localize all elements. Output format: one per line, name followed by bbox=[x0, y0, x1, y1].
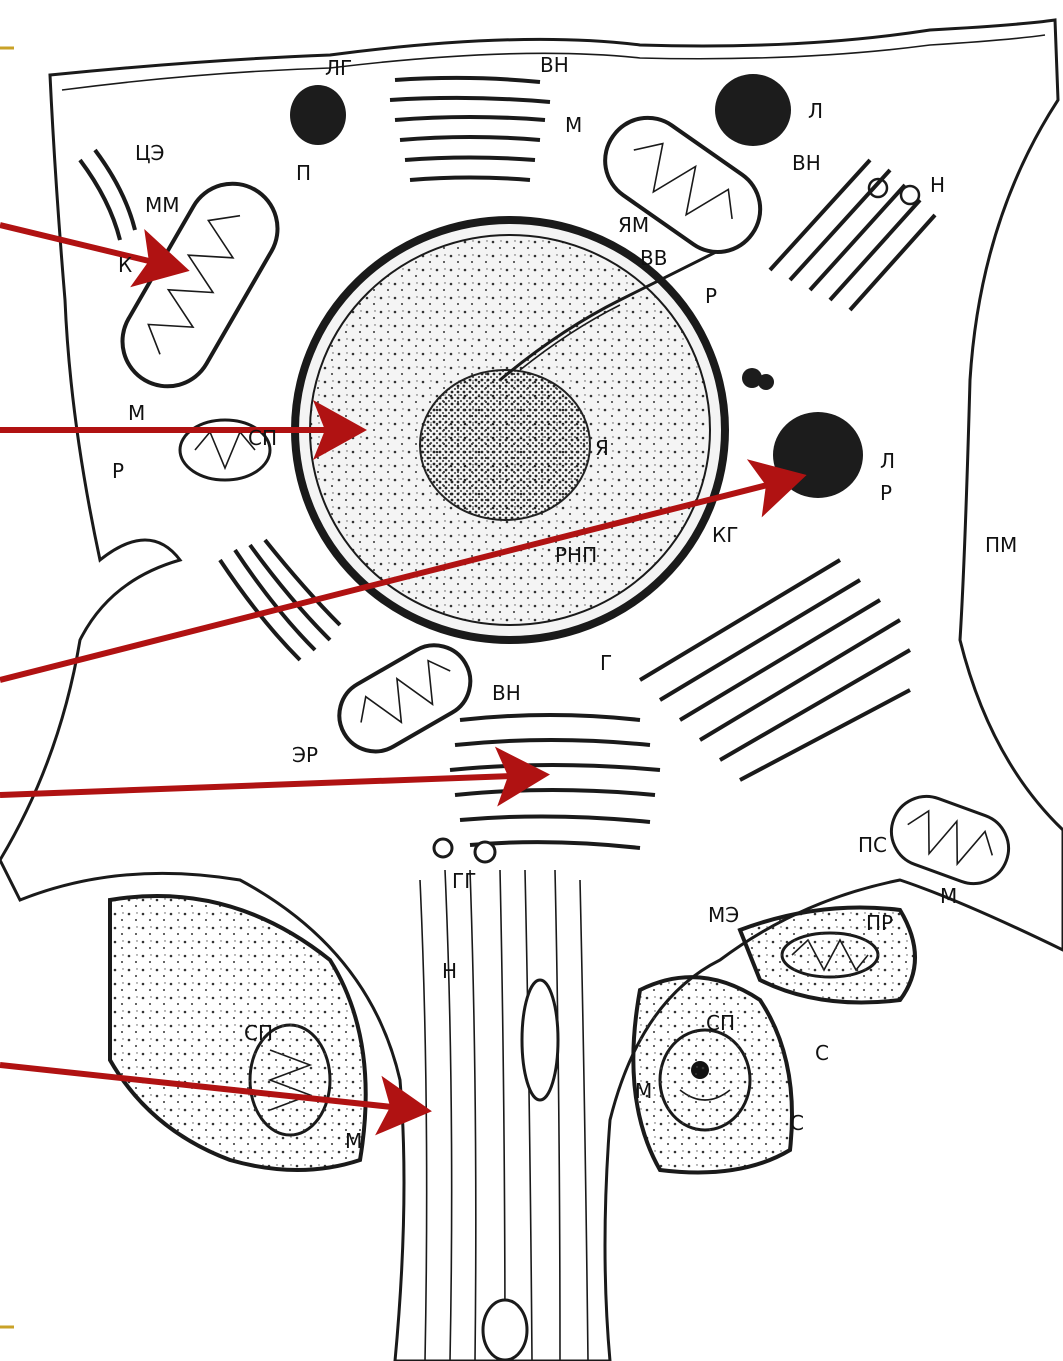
lysosome-top bbox=[715, 74, 791, 146]
label-me: МЭ bbox=[708, 903, 739, 927]
er-stack-top bbox=[390, 78, 550, 180]
label-mm: ММ bbox=[145, 193, 180, 217]
nucleolus bbox=[420, 370, 590, 520]
label-vv: ВВ bbox=[640, 246, 667, 270]
label-lg: ЛГ bbox=[325, 56, 352, 80]
label-m-ps: М bbox=[940, 884, 957, 908]
label-l-top: Л bbox=[808, 99, 823, 123]
label-sp-left: СП bbox=[248, 426, 277, 450]
label-m-br: М bbox=[635, 1079, 652, 1103]
mitochondrion-upper-left bbox=[106, 167, 294, 403]
arrow-right-icon bbox=[0, 775, 538, 795]
er-stack-center bbox=[450, 715, 660, 848]
label-pm: ПМ bbox=[985, 533, 1017, 557]
label-n-right: Н bbox=[930, 173, 945, 197]
label-l-mid: Л bbox=[880, 449, 895, 473]
frame-marks bbox=[0, 48, 14, 1327]
label-rnp: РНП bbox=[555, 543, 597, 567]
label-r-left: Р bbox=[112, 459, 124, 483]
label-ps: ПС bbox=[858, 833, 887, 857]
er-stack-right bbox=[770, 160, 935, 310]
label-m-bl: М bbox=[345, 1129, 362, 1153]
label-m-top: М bbox=[565, 113, 582, 137]
mitochondrion-right-lower bbox=[882, 787, 1019, 894]
lipofuscin-granule bbox=[290, 85, 346, 145]
label-r-right: Р bbox=[705, 284, 717, 308]
lysosome-mid bbox=[773, 412, 863, 498]
label-yam: ЯМ bbox=[618, 213, 649, 237]
label-kg: КГ bbox=[712, 523, 738, 547]
neurofilaments bbox=[420, 870, 588, 1361]
label-er: ЭР bbox=[292, 743, 318, 767]
label-ya: Я bbox=[595, 436, 609, 460]
arrow-right-icon bbox=[0, 225, 178, 268]
label-gg: ГГ bbox=[452, 869, 476, 893]
label-g: Г bbox=[600, 651, 612, 675]
label-pr: ПР bbox=[866, 911, 893, 935]
label-n-bottom: Н bbox=[442, 959, 457, 983]
label-vn-mid: ВН bbox=[492, 681, 521, 705]
axon-organelles bbox=[434, 839, 558, 1360]
er-stack-lower-right bbox=[640, 560, 910, 780]
nucleus bbox=[295, 220, 725, 640]
label-r-mid: Р bbox=[880, 481, 892, 505]
label-p-top: П bbox=[296, 161, 311, 185]
label-vn-right: ВН bbox=[792, 151, 821, 175]
label-m-left: М bbox=[128, 401, 145, 425]
label-s-br: С bbox=[790, 1111, 804, 1135]
label-sp-br: СП bbox=[706, 1011, 735, 1035]
er-stack-left bbox=[80, 150, 135, 240]
label-s-right: С bbox=[815, 1041, 829, 1065]
label-vn-top: ВН bbox=[540, 53, 569, 77]
label-tse: ЦЭ bbox=[135, 141, 165, 165]
label-sp-bl: СП bbox=[244, 1021, 273, 1045]
label-k: К bbox=[118, 253, 132, 277]
